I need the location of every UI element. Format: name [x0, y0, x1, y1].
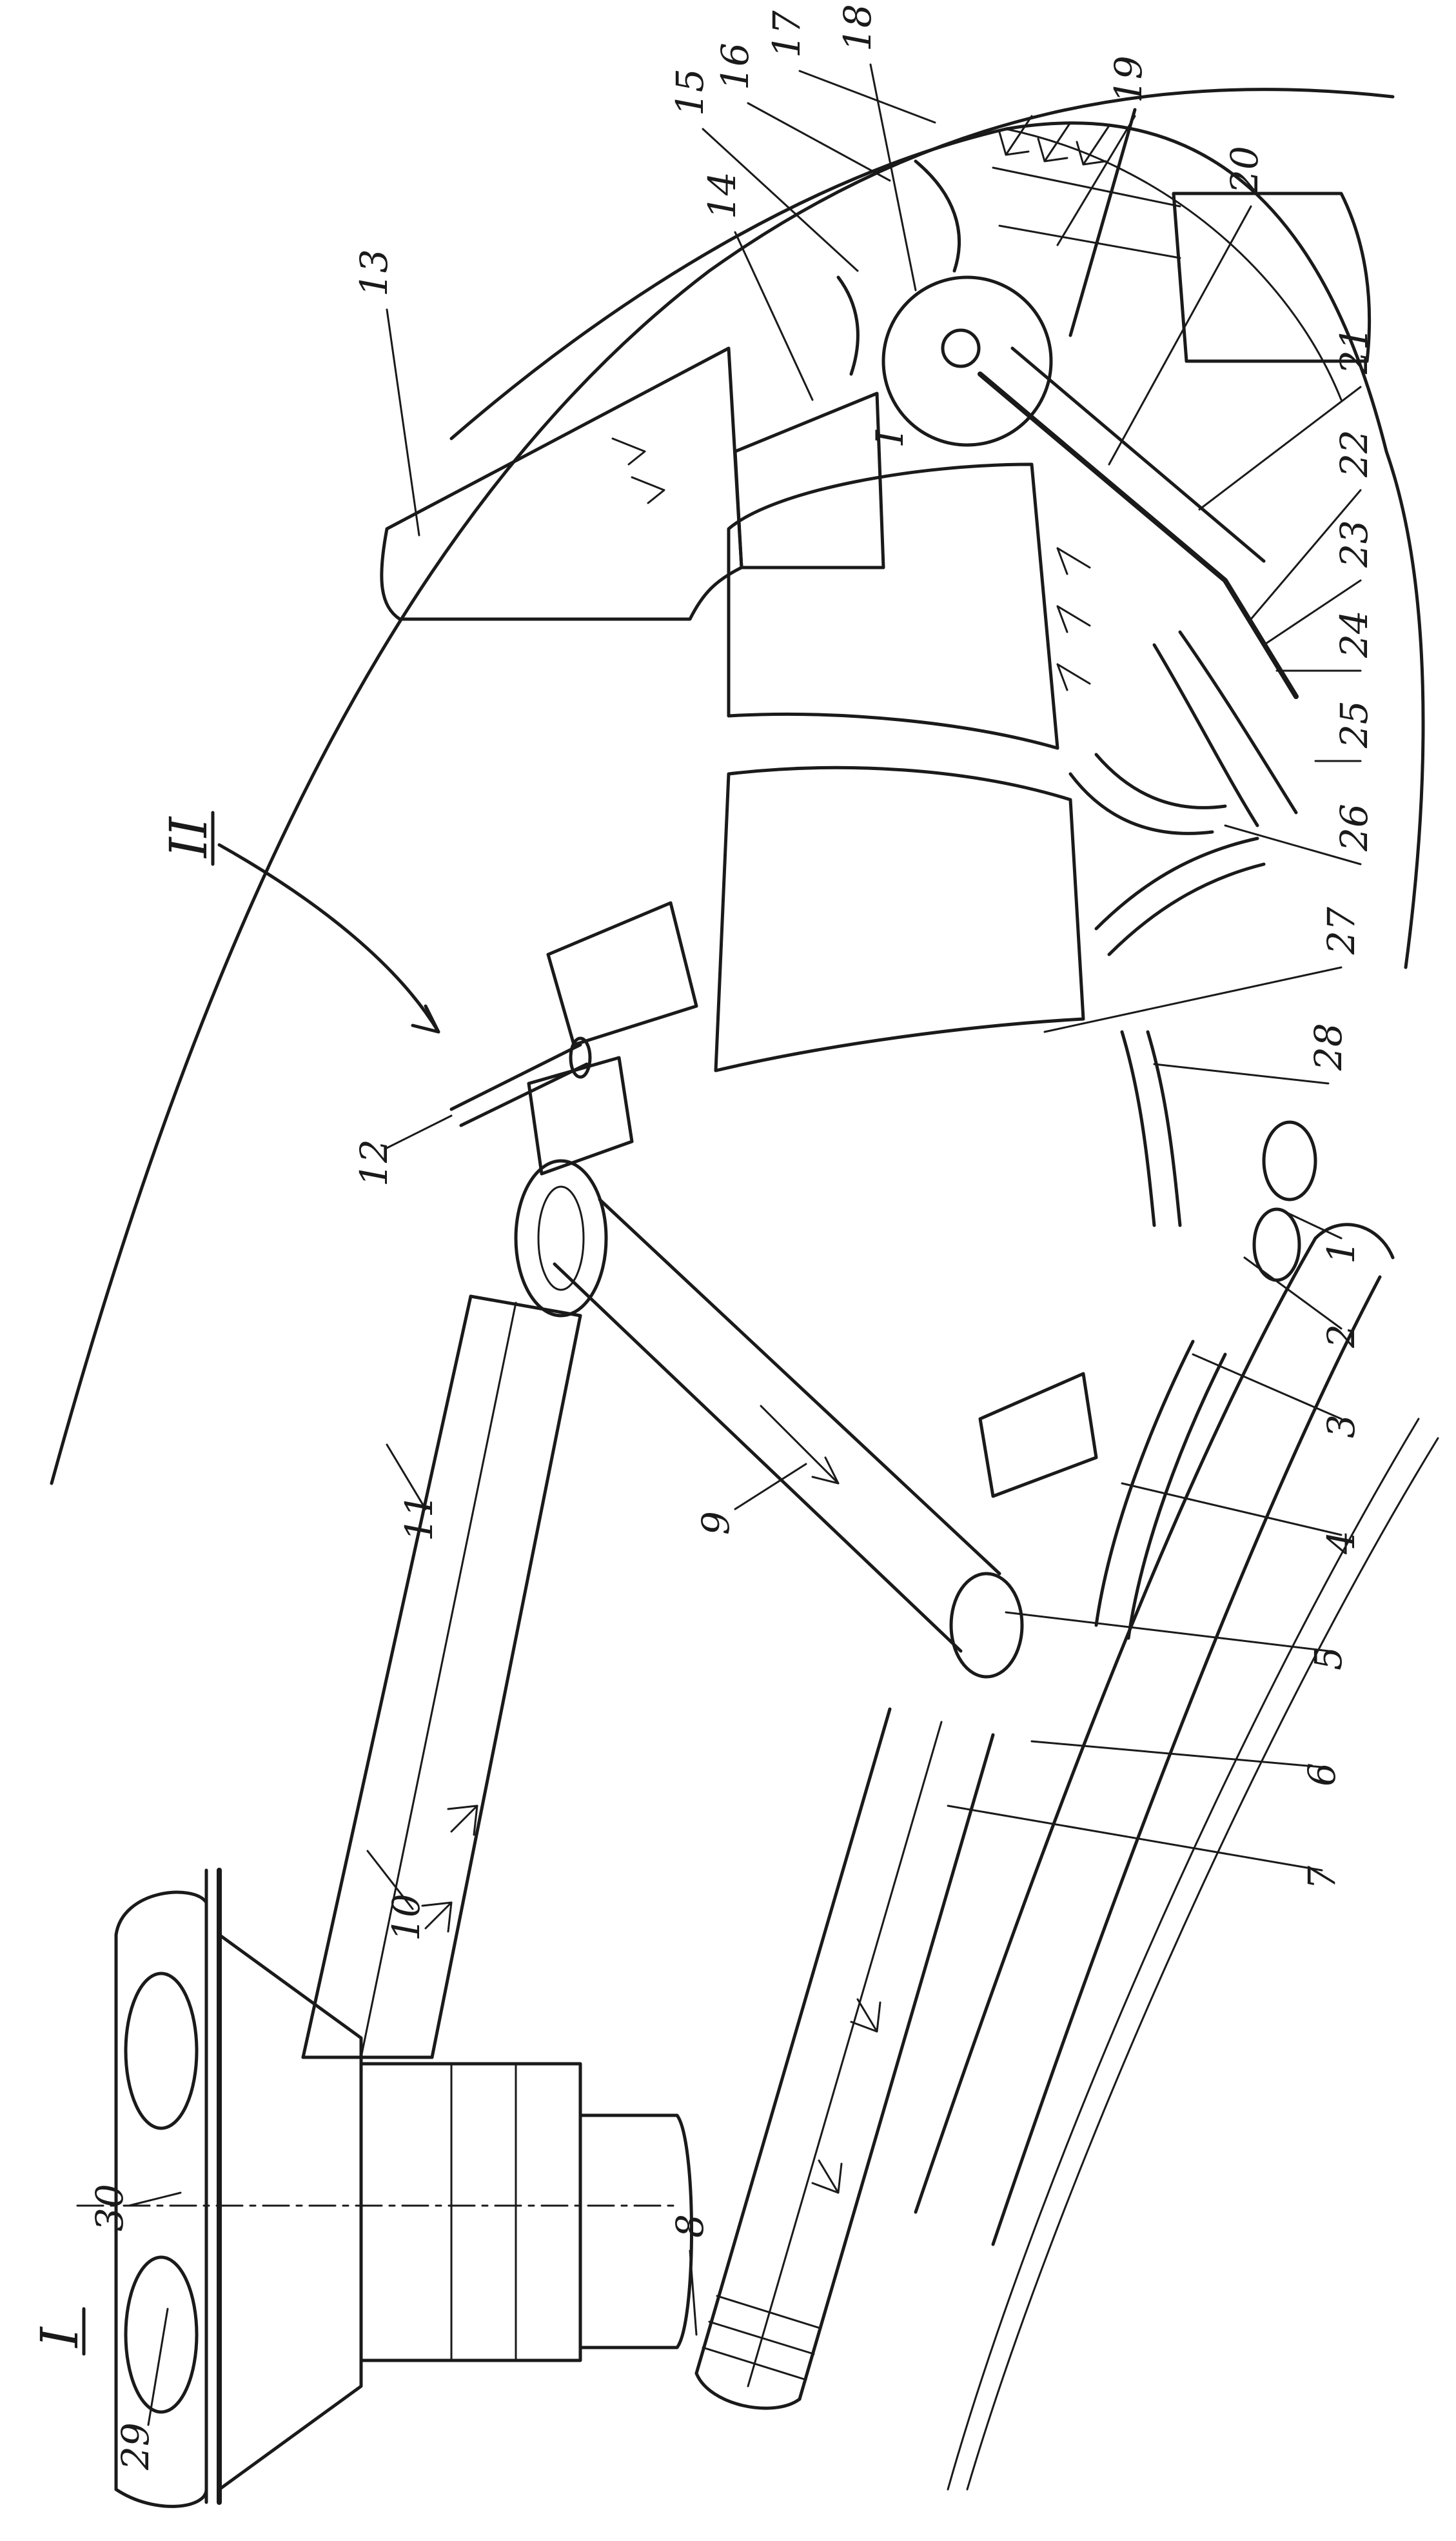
- detail-circle-I: [881, 275, 1053, 447]
- callout-10: 10: [384, 1893, 428, 1941]
- duct-flange-lower: [949, 1572, 1024, 1679]
- callout-5: 5: [1306, 1646, 1350, 1670]
- side-console: [914, 1120, 1395, 2246]
- callout-15: 15: [668, 68, 712, 116]
- callout-29: 29: [113, 2422, 157, 2471]
- callout-24: 24: [1332, 610, 1376, 658]
- callout-17: 17: [765, 10, 809, 58]
- callout-30: 30: [88, 2184, 132, 2231]
- duct-flange-upper: [514, 1159, 608, 1318]
- callout-19: 19: [1107, 55, 1150, 103]
- callout-7: 7: [1300, 1866, 1344, 1890]
- callout-26: 26: [1332, 804, 1376, 852]
- view-II-label: II: [159, 816, 219, 859]
- callout-14: 14: [700, 172, 744, 219]
- callout-13: 13: [352, 249, 396, 297]
- callout-9: 9: [694, 1511, 738, 1535]
- detail-I-label: I: [30, 2326, 90, 2349]
- callout-11: 11: [397, 1494, 441, 1541]
- duct-end-1: [1262, 1120, 1317, 1201]
- callout-8: 8: [668, 2214, 712, 2238]
- callout-18: 18: [836, 4, 880, 52]
- view-labels: I II I: [30, 430, 912, 2356]
- duct-panels: [527, 901, 1098, 1498]
- floor-duct-right: [694, 1707, 995, 2410]
- callout-25: 25: [1332, 700, 1376, 749]
- detail-I-inset: [76, 1868, 693, 2508]
- callout-28: 28: [1306, 1023, 1350, 1071]
- callout-labels: 1 2 3 4 5 6 7 8 9 10 11 12 13 14 15 16 1…: [88, 4, 1376, 2471]
- callout-22: 22: [1332, 430, 1376, 478]
- callout-4: 4: [1319, 1530, 1363, 1555]
- callout-12: 12: [352, 1139, 396, 1187]
- canopy-window-frames: [380, 166, 1372, 1073]
- floor-duct-left: [301, 1294, 582, 2059]
- callout-16: 16: [713, 43, 757, 90]
- callout-6: 6: [1300, 1763, 1344, 1786]
- leader-lines: [128, 63, 1362, 2426]
- callout-3: 3: [1319, 1414, 1363, 1438]
- main-diagonal-duct: [514, 1159, 1024, 1679]
- callout-1: 1: [1319, 1240, 1363, 1264]
- callout-21: 21: [1332, 326, 1376, 375]
- callout-23: 23: [1332, 520, 1376, 568]
- callout-27: 27: [1319, 907, 1363, 955]
- callout-2: 2: [1319, 1324, 1363, 1349]
- canopy-outline: [50, 88, 1439, 2491]
- windscreen-manifold: [836, 108, 1299, 1227]
- callout-20: 20: [1223, 146, 1266, 194]
- detail-circle-I-label: I: [868, 430, 912, 446]
- airflow-arrows: [421, 115, 1110, 2194]
